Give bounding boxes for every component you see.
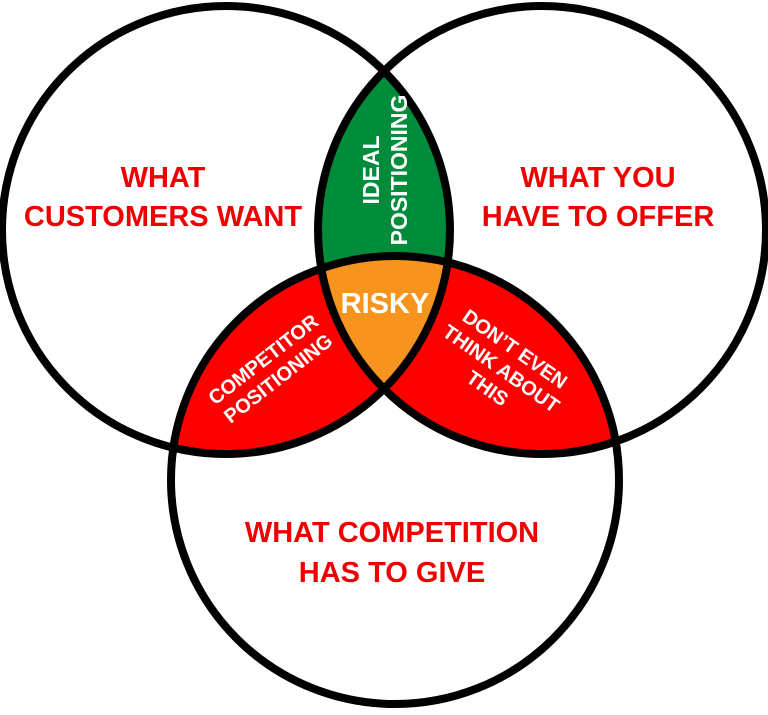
customers-label-2: CUSTOMERS WANT bbox=[24, 201, 302, 233]
customers-label-1: WHAT bbox=[121, 162, 206, 194]
competition-label-2: HAS TO GIVE bbox=[299, 557, 485, 589]
ideal-label-2: POSITIONING bbox=[386, 95, 412, 246]
circle-competition bbox=[167, 252, 623, 708]
competition-label-1: WHAT COMPETITION bbox=[245, 517, 539, 549]
circle-customers bbox=[0, 2, 454, 458]
circle-offer bbox=[314, 2, 768, 458]
risky-label: RISKY bbox=[341, 288, 430, 320]
ideal-label-1: IDEAL bbox=[358, 136, 384, 205]
offer-label-2: HAVE TO OFFER bbox=[482, 201, 715, 233]
offer-label-1: WHAT YOU bbox=[520, 162, 675, 194]
